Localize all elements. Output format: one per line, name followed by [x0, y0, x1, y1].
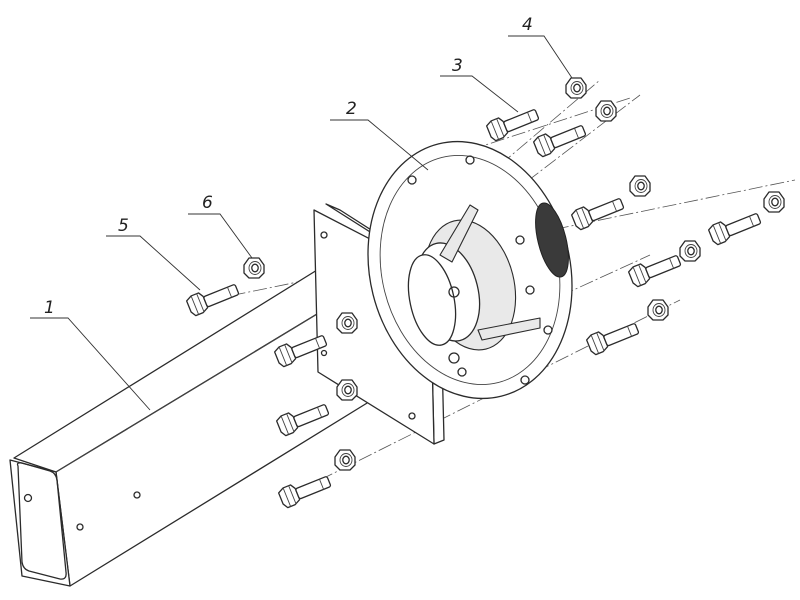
callout-6: 6 — [188, 193, 253, 259]
callout-1: 1 — [30, 298, 151, 411]
callout-5: 5 — [106, 216, 201, 291]
callout-2: 2 — [330, 99, 429, 171]
callout-label: 5 — [118, 216, 129, 236]
callout-label: 6 — [202, 193, 213, 213]
hub-nuts — [565, 77, 785, 321]
hub-assembly — [367, 140, 573, 400]
callout-label: 2 — [346, 99, 357, 119]
callout-label: 4 — [522, 15, 533, 35]
callout-3: 3 — [440, 56, 519, 113]
callout-4: 4 — [508, 15, 573, 79]
callout-label: 3 — [452, 56, 463, 76]
callout-label: 1 — [44, 298, 55, 318]
